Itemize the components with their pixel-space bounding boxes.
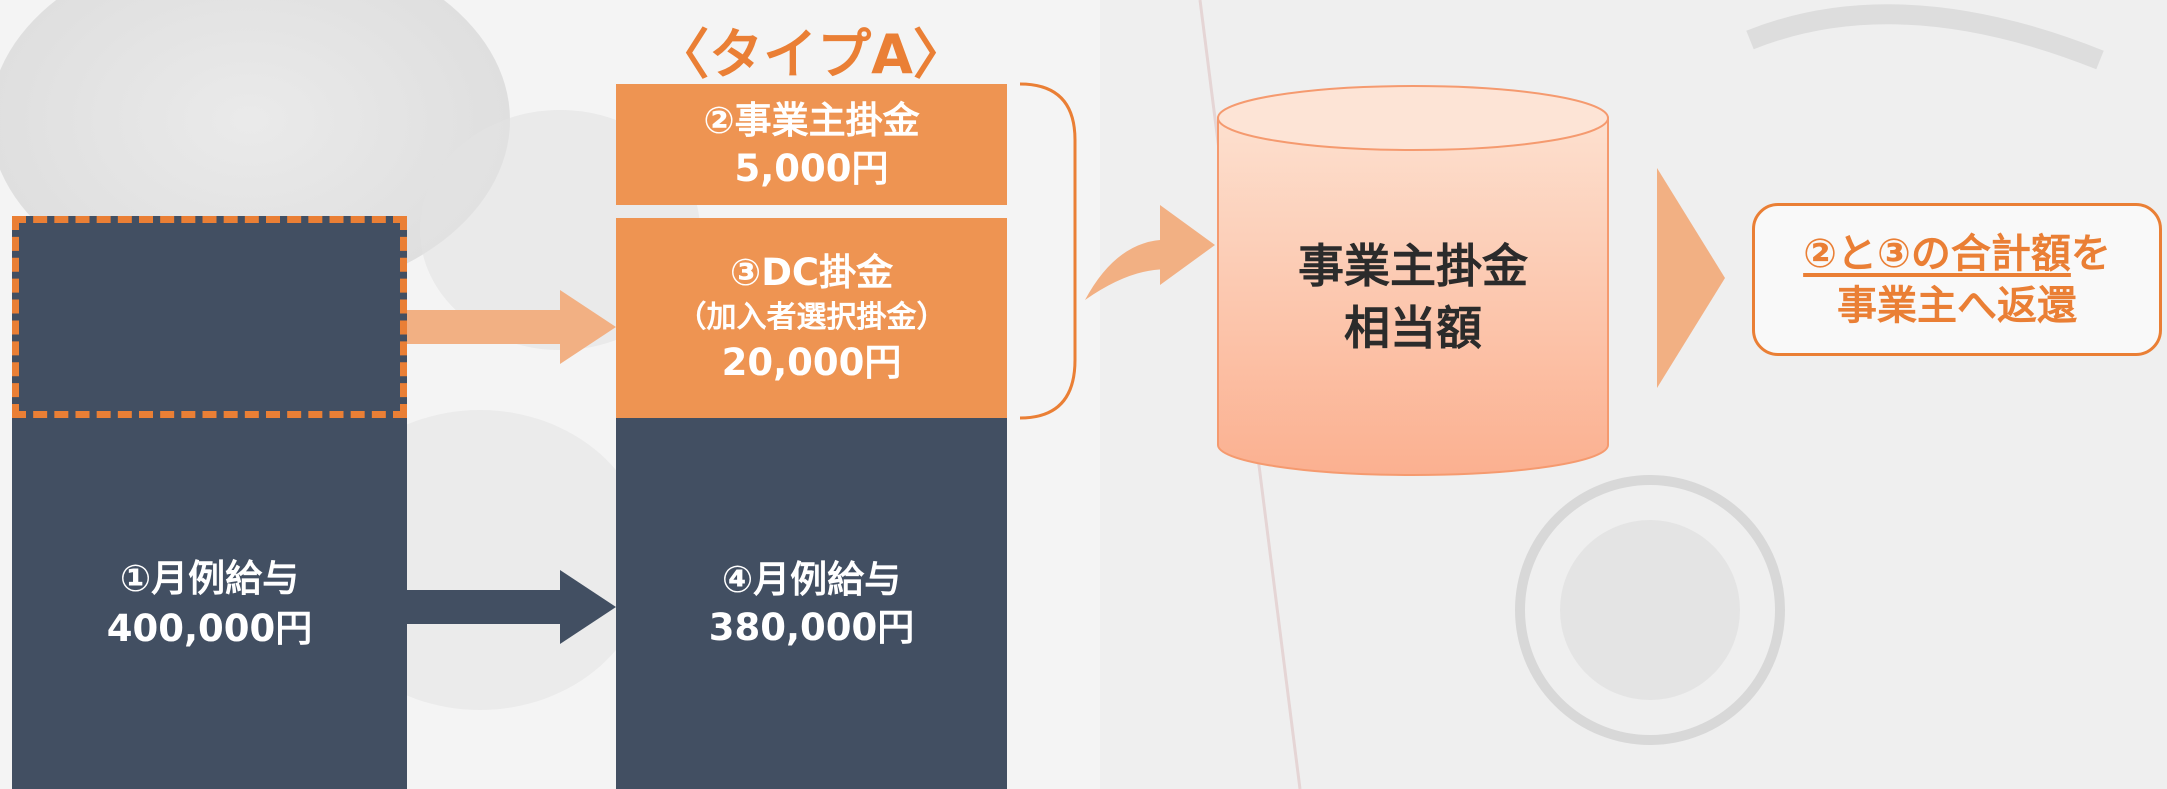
dc-contribution-box: ③DC掛金 （加入者選択掛金） 20,000円	[616, 218, 1007, 418]
result-particle: を	[2070, 230, 2111, 277]
type-a-title: 〈タイプA〉	[655, 23, 967, 86]
dc-contribution-amount: 20,000円	[721, 341, 902, 384]
result-box: ②と③の合計額を 事業主へ返還	[1752, 203, 2162, 356]
cylinder-label: 事業主掛金 相当額	[1218, 235, 1608, 359]
arrow-right-navy-icon	[407, 570, 616, 644]
arrow-right-light-icon	[407, 290, 616, 364]
cylinder-label-line2: 相当額	[1344, 301, 1482, 355]
dc-contribution-sublabel: （加入者選択掛金）	[676, 300, 947, 335]
triangle-arrow-icon	[1657, 168, 1725, 388]
right-brace-icon	[1019, 82, 1077, 420]
monthly-salary-after-label: ④月例給与	[721, 557, 902, 601]
curved-arrow-icon	[1085, 205, 1215, 300]
dc-contribution-label: ③DC掛金	[729, 251, 894, 294]
salary-portion-dashed-box	[12, 216, 407, 418]
monthly-salary-box: ①月例給与 400,000円	[12, 418, 407, 789]
monthly-salary-amount: 400,000円	[106, 606, 313, 650]
cylinder-icon	[1217, 85, 1609, 476]
monthly-salary-after-box: ④月例給与 380,000円	[616, 418, 1007, 789]
result-line2: 事業主へ返還	[1837, 282, 2077, 329]
result-line1: ②と③の合計額を	[1803, 228, 2111, 280]
monthly-salary-label: ①月例給与	[119, 556, 300, 600]
result-underlined-text: ②と③の合計額	[1803, 230, 2071, 277]
cylinder-label-line1: 事業主掛金	[1298, 239, 1528, 293]
monthly-salary-after-amount: 380,000円	[708, 605, 915, 649]
employer-contribution-amount: 5,000円	[734, 146, 889, 190]
employer-contribution-label: ②事業主掛金	[703, 98, 920, 142]
employer-contribution-box: ②事業主掛金 5,000円	[616, 84, 1007, 205]
